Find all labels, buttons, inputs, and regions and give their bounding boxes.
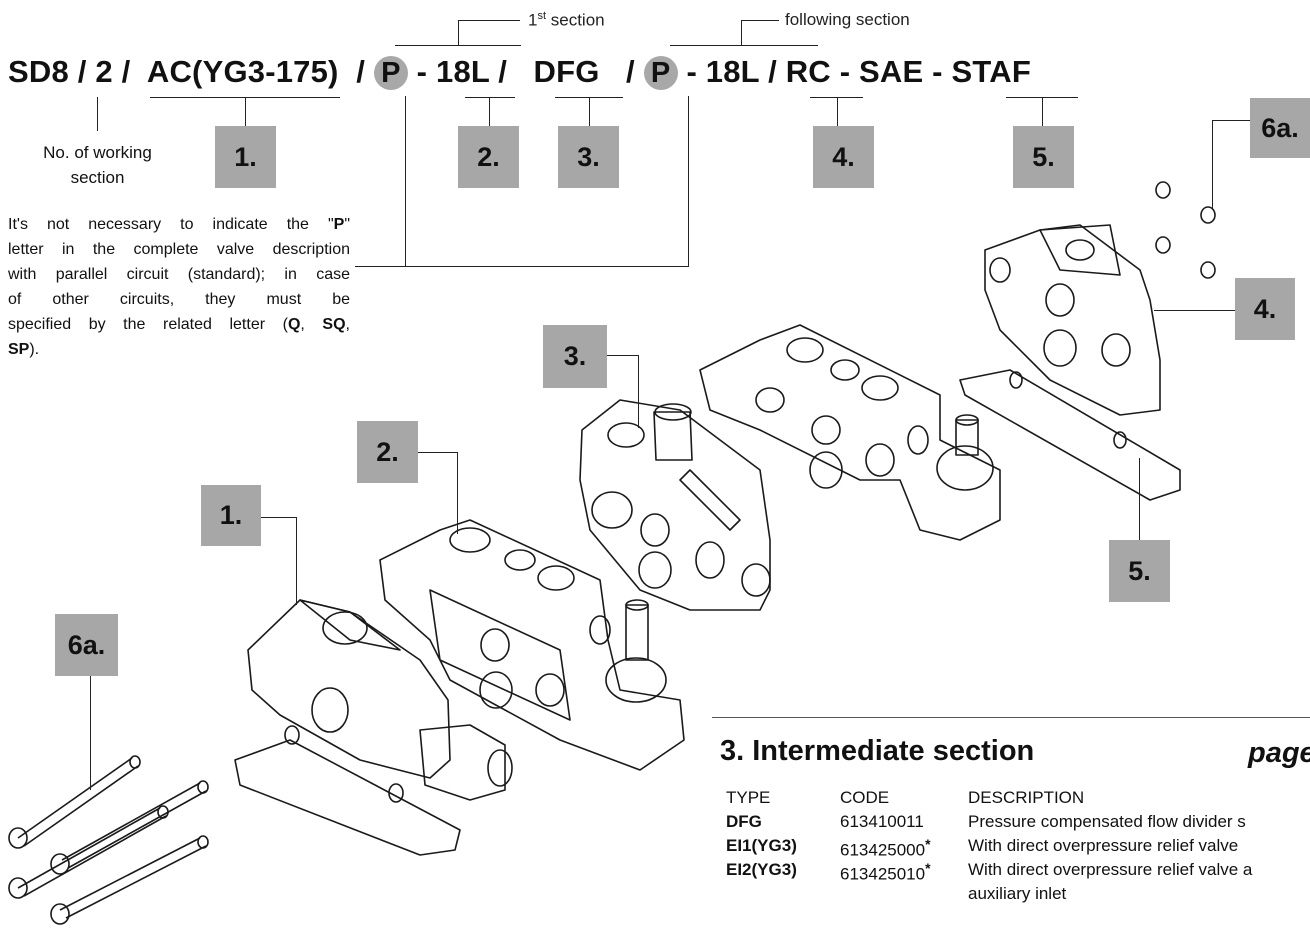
- callout-box-1-drawing: 1.: [201, 485, 261, 546]
- callout-box-3-drawing: 3.: [543, 325, 607, 388]
- leader-3-drawing-v: [638, 355, 639, 428]
- p-circle-1: P: [373, 56, 408, 90]
- callout-box-4-drawing: 4.: [1235, 278, 1295, 340]
- callout-box-6a-drawing: 6a.: [55, 614, 118, 676]
- leader-5: [1042, 97, 1043, 127]
- first-bracket-stem: [458, 20, 459, 46]
- leader-3: [589, 97, 590, 127]
- underline-rc: [810, 97, 863, 98]
- working-section-right: [699, 324, 1001, 541]
- leader-6a-top-v: [1212, 120, 1213, 210]
- row-description-continued: auxiliary inlet: [968, 884, 1067, 903]
- callout-box-5-drawing: 5.: [1109, 540, 1170, 602]
- callout-box-4: 4.: [813, 126, 874, 188]
- page-label: page: [1248, 737, 1310, 769]
- leader-5-drawing: [1139, 458, 1140, 540]
- row-code: 613425010*: [840, 860, 931, 884]
- callout-box-2-drawing: 2.: [357, 421, 418, 483]
- row-type: EI1(YG3): [726, 836, 797, 855]
- callout-box-2: 2.: [458, 126, 519, 188]
- first-bracket-base: [395, 45, 521, 46]
- following-bracket-stem: [741, 20, 742, 46]
- col-header-type: TYPE: [726, 788, 771, 807]
- following-section-label: following section: [785, 10, 910, 29]
- underline-18l-1: [465, 97, 515, 98]
- nuts-right: [1155, 181, 1216, 279]
- section-divider: [712, 717, 1310, 718]
- outlet-section: [984, 224, 1161, 416]
- callout-box-5: 5.: [1013, 126, 1074, 188]
- p-connector-base: [355, 266, 689, 267]
- row-description: With direct overpressure relief valve: [968, 836, 1239, 855]
- inlet-section: [234, 599, 513, 856]
- row-code: 613410011: [840, 812, 924, 831]
- valve-code: SD8 / 2 / AC(YG3-175) / P - 18L / DFG / …: [8, 54, 1031, 90]
- p-connector-left: [405, 96, 406, 266]
- leader-2: [489, 97, 490, 127]
- leader-1: [245, 97, 246, 127]
- tie-rods: [8, 755, 209, 925]
- leader-6a-drawing: [90, 676, 91, 790]
- row-description: Pressure compensated flow divider s: [968, 812, 1246, 831]
- p-connector-right: [688, 96, 689, 266]
- callout-box-3: 3.: [558, 126, 619, 188]
- leader-4: [837, 97, 838, 127]
- row-type: EI2(YG3): [726, 860, 797, 879]
- leader-3-drawing-h: [607, 355, 639, 356]
- row-description: With direct overpressure relief valve a: [968, 860, 1253, 879]
- callout-box-6a-top: 6a.: [1250, 98, 1310, 158]
- following-bracket-top: [741, 20, 779, 21]
- p-circle-2: P: [643, 56, 678, 90]
- working-section-2: [379, 519, 685, 771]
- leader-working: [97, 97, 98, 131]
- callout-box-1: 1.: [215, 126, 276, 188]
- intermediate-section-3: [579, 399, 771, 611]
- circuit-note: It's not necessary to indicate the "P" l…: [8, 216, 350, 358]
- leader-6a-top-h: [1212, 120, 1250, 121]
- row-code: 613425000*: [840, 836, 931, 860]
- leader-1-drawing-h: [261, 517, 297, 518]
- first-bracket-top: [458, 20, 520, 21]
- mount-bracket-right: [959, 369, 1181, 501]
- col-header-description: DESCRIPTION: [968, 788, 1085, 807]
- leader-1-drawing-v: [296, 517, 297, 605]
- following-bracket-base: [670, 45, 818, 46]
- leader-4-drawing: [1154, 310, 1235, 311]
- col-header-code: CODE: [840, 788, 890, 807]
- leader-2-drawing-h: [418, 452, 458, 453]
- row-type: DFG: [726, 812, 762, 831]
- working-section-note: No. of working section: [43, 143, 152, 187]
- first-section-label: 1st section: [528, 10, 605, 30]
- leader-2-drawing-v: [457, 452, 458, 534]
- section-title: 3. Intermediate section: [720, 735, 1035, 767]
